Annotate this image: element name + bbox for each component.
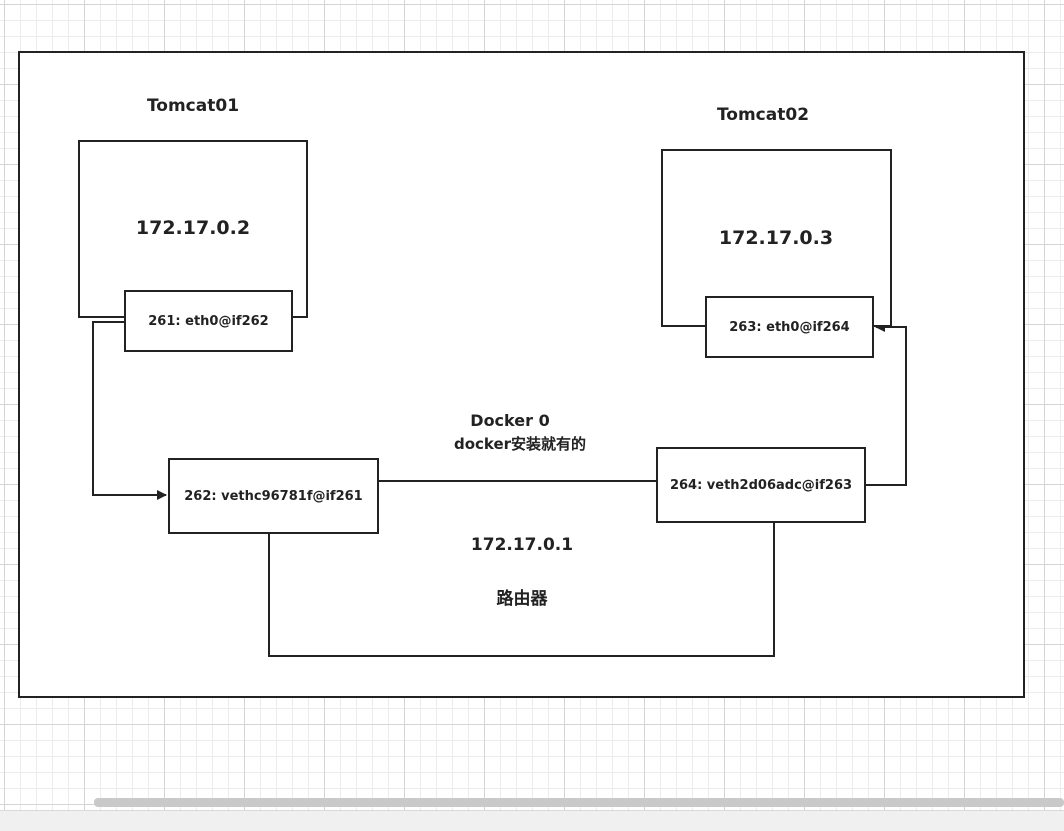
link-bridge-bottom <box>268 521 775 657</box>
tomcat02-eth0-box: 263: eth0@if264 <box>705 296 874 358</box>
bridge-ip: 172.17.0.1 <box>470 535 574 555</box>
link-eth0-01-to-veth-262 <box>92 321 167 500</box>
tomcat02-title: Tomcat02 <box>716 105 810 125</box>
veth-264-label: 264: veth2d06adc@if263 <box>669 477 853 493</box>
bottom-bar <box>0 810 1064 831</box>
tomcat01-title: Tomcat01 <box>146 96 240 116</box>
tomcat01-eth0-box: 261: eth0@if262 <box>124 290 293 352</box>
tomcat02-ip: 172.17.0.3 <box>718 227 834 249</box>
link-veth-264-to-eth0-02 <box>865 322 907 486</box>
veth-262-label: 262: vethc96781f@if261 <box>184 488 363 504</box>
tomcat01-container <box>78 140 308 318</box>
bridge-note: docker安装就有的 <box>453 435 587 453</box>
bridge-name: Docker 0 <box>470 411 550 430</box>
tomcat02-eth0-label: 263: eth0@if264 <box>729 319 850 335</box>
tomcat01-ip: 172.17.0.2 <box>135 217 251 239</box>
veth-262-box: 262: vethc96781f@if261 <box>168 458 379 534</box>
tomcat01-eth0-label: 261: eth0@if262 <box>148 313 269 329</box>
horizontal-scrollbar[interactable] <box>94 798 1064 807</box>
veth-264-box: 264: veth2d06adc@if263 <box>656 447 866 523</box>
bridge-role: 路由器 <box>496 589 548 609</box>
